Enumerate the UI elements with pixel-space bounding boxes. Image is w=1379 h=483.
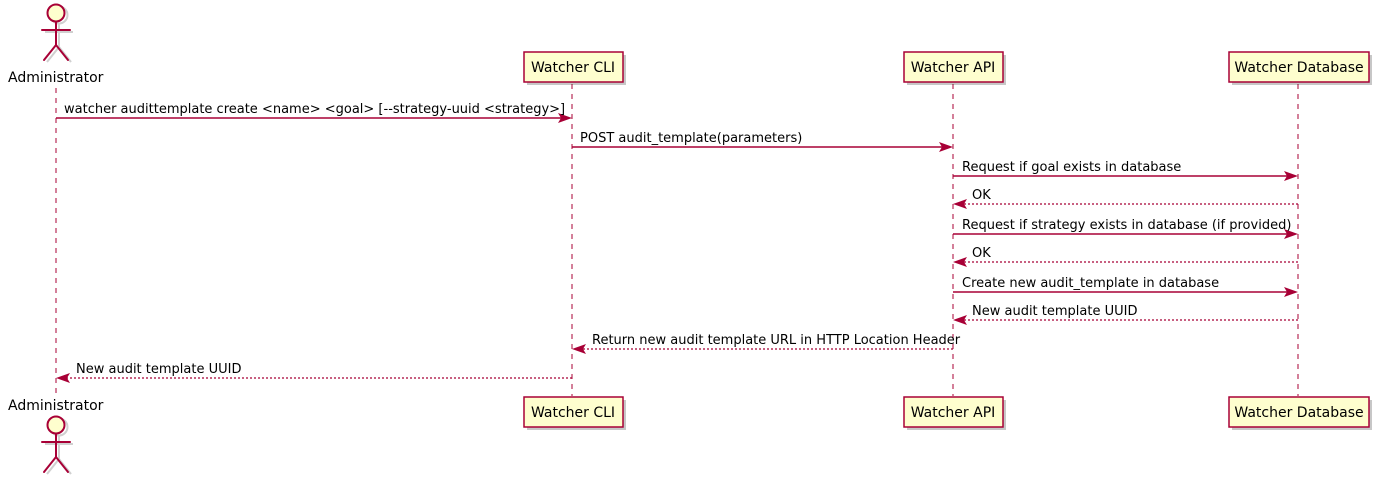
- arrow-head-left-icon: [953, 199, 967, 209]
- participant-box-watcher-cli-bottom[interactable]: Watcher CLI: [523, 396, 626, 430]
- actor-administrator-bottom[interactable]: Administrator: [8, 398, 104, 475]
- participant-label-watcher-api: Watcher API: [911, 405, 996, 421]
- arrow-head-left-icon: [953, 315, 967, 325]
- actor-shadow: [45, 5, 73, 63]
- arrow-head-right-icon: [558, 113, 572, 123]
- message-label: Create new audit_template in database: [962, 276, 1219, 291]
- arrow-head-right-icon: [939, 142, 953, 152]
- message-label: POST audit_template(parameters): [580, 131, 802, 146]
- participant-box-watcher-api-bottom[interactable]: Watcher API: [903, 396, 1006, 430]
- participant-label-watcher-database: Watcher Database: [1234, 60, 1363, 76]
- participant-label-watcher-api: Watcher API: [911, 60, 996, 76]
- box-rect: [1228, 51, 1370, 83]
- actor-leg-left-line: [43, 456, 57, 473]
- participant-label-watcher-cli: Watcher CLI: [531, 60, 615, 76]
- participant-box-watcher-cli-top[interactable]: Watcher CLI: [523, 51, 626, 85]
- actor-leg-left-line: [43, 44, 57, 61]
- message-2[interactable]: POST audit_template(parameters): [572, 131, 953, 152]
- participant-box-watcher-database-top[interactable]: Watcher Database: [1228, 51, 1372, 85]
- box-rect: [1228, 396, 1370, 428]
- box-rect: [903, 396, 1004, 428]
- message-1[interactable]: watcher audittemplate create <name> <goa…: [56, 102, 572, 123]
- arrow-head-left-icon: [953, 257, 967, 267]
- message-5[interactable]: Request if strategy exists in database (…: [953, 218, 1298, 239]
- message-8[interactable]: New audit template UUID: [953, 304, 1298, 325]
- participant-box-watcher-api-top[interactable]: Watcher API: [903, 51, 1006, 85]
- arrow-head-right-icon: [1284, 229, 1298, 239]
- box-rect: [903, 51, 1004, 83]
- arrow-head-right-icon: [1284, 171, 1298, 181]
- participant-label-watcher-cli: Watcher CLI: [531, 405, 615, 421]
- actor-label-administrator-top: Administrator: [8, 70, 104, 86]
- message-label: Return new audit template URL in HTTP Lo…: [592, 333, 961, 348]
- actor-administrator-top[interactable]: Administrator: [8, 3, 104, 87]
- message-label: Request if strategy exists in database (…: [962, 218, 1291, 233]
- actor-head-icon: [46, 415, 66, 435]
- actor-leg-right-line: [55, 456, 69, 473]
- lifelines: [55, 84, 1299, 396]
- message-4[interactable]: OK: [953, 188, 1298, 209]
- message-6[interactable]: OK: [953, 246, 1298, 267]
- message-7[interactable]: Create new audit_template in database: [953, 276, 1298, 297]
- message-9[interactable]: Return new audit template URL in HTTP Lo…: [572, 333, 961, 354]
- arrow-head-left-icon: [572, 344, 586, 354]
- message-label: OK: [972, 188, 991, 203]
- message-label: watcher audittemplate create <name> <goa…: [64, 102, 565, 117]
- arrow-head-left-icon: [56, 373, 70, 383]
- arrow-head-right-icon: [1284, 287, 1298, 297]
- box-rect: [523, 396, 624, 428]
- message-10[interactable]: New audit template UUID: [56, 362, 572, 383]
- message-label: New audit template UUID: [76, 362, 241, 377]
- message-label: New audit template UUID: [972, 304, 1137, 319]
- message-3[interactable]: Request if goal exists in database: [953, 160, 1298, 181]
- actor-label-administrator-bottom: Administrator: [8, 398, 104, 414]
- message-label: Request if goal exists in database: [962, 160, 1181, 175]
- participant-box-watcher-database-bottom[interactable]: Watcher Database: [1228, 396, 1372, 430]
- participant-label-watcher-database: Watcher Database: [1234, 405, 1363, 421]
- actor-leg-right-line: [55, 44, 69, 61]
- box-rect: [523, 51, 624, 83]
- message-label: OK: [972, 246, 991, 261]
- actor-head-icon: [46, 3, 66, 23]
